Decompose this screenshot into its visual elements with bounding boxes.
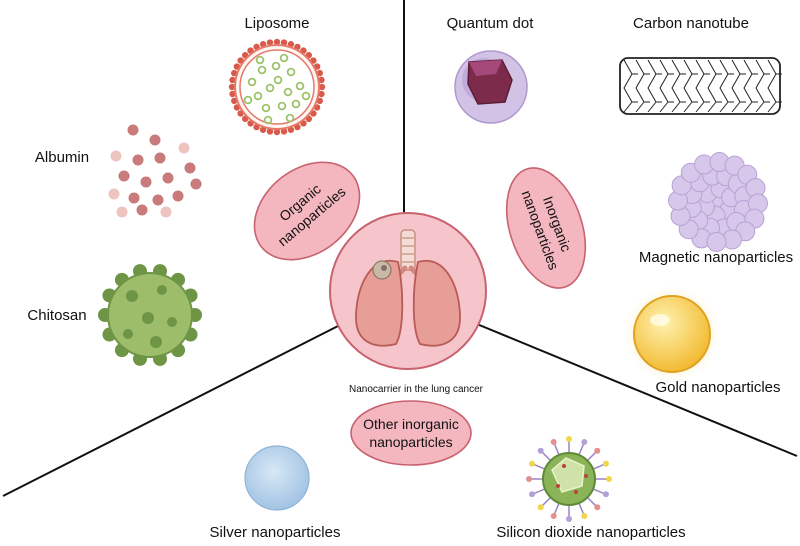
- liposome-illustration: Liposome: [228, 15, 326, 136]
- label-albumin: Albumin: [35, 149, 89, 166]
- right-lung: [412, 259, 461, 347]
- divider-right: [471, 321, 798, 457]
- label-gold: Gold nanoparticles: [655, 379, 780, 396]
- label-carbon-nanotube: Carbon nanotube: [633, 15, 749, 32]
- category-other-line2: nanoparticles: [369, 434, 452, 450]
- center-lung-illustration: Nanocarrier in the lung cancer: [329, 212, 487, 395]
- category-inorganic: Inorganic nanoparticles: [505, 167, 587, 289]
- label-silicon-dioxide: Silicon dioxide nanoparticles: [496, 524, 685, 541]
- label-silver: Silver nanoparticles: [210, 524, 341, 541]
- gold-illustration: Gold nanoparticles: [622, 284, 781, 396]
- quantum-dot-illustration: Quantum dot: [447, 15, 535, 124]
- magnetic-illustration: Magnetic nanoparticles: [639, 152, 793, 266]
- category-organic: Organic nanoparticles: [253, 161, 361, 261]
- divider-lines: [2, 0, 798, 497]
- category-other-line1: Other inorganic: [363, 416, 459, 432]
- label-liposome: Liposome: [244, 15, 309, 32]
- category-other: Other inorganic nanoparticles: [350, 400, 472, 466]
- divider-left: [2, 324, 341, 497]
- albumin-illustration: Albumin: [35, 124, 202, 218]
- left-lung: [355, 259, 404, 347]
- carbon-nanotube-illustration: Carbon nanotube: [619, 15, 782, 115]
- silver-illustration: Silver nanoparticles: [210, 445, 341, 541]
- trachea: [400, 229, 416, 271]
- label-magnetic: Magnetic nanoparticles: [639, 249, 793, 266]
- label-quantum-dot: Quantum dot: [447, 15, 535, 32]
- label-chitosan: Chitosan: [27, 307, 86, 324]
- center-caption: Nanocarrier in the lung cancer: [349, 384, 484, 395]
- silicon-dioxide-illustration: Silicon dioxide nanoparticles: [496, 436, 686, 541]
- chitosan-illustration: Chitosan: [27, 264, 202, 366]
